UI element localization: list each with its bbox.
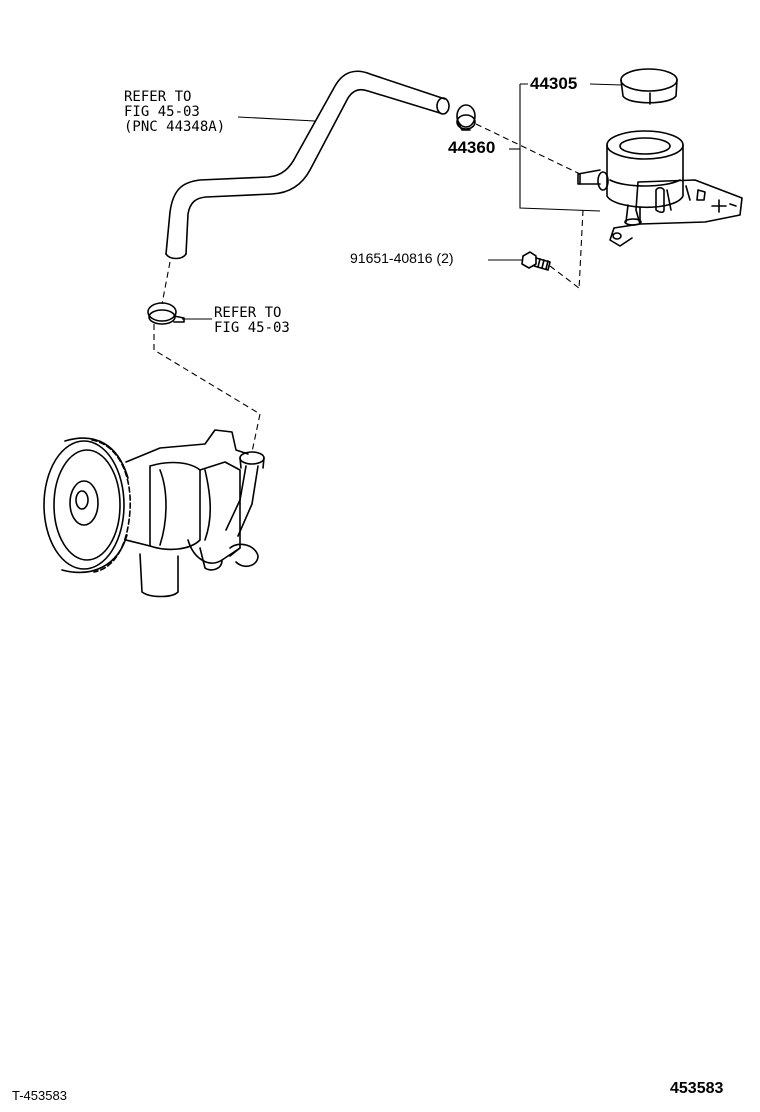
hose-refer-line1: REFER TO [124,89,192,105]
illustration-id: T-453583 [12,1088,67,1103]
return-hose [165,70,450,260]
figure-number: 453583 [670,1080,724,1097]
clamp-refer-line2: FIG 45-03 [214,320,290,336]
dashed-assembly-lines [153,123,584,453]
leader-lines [182,83,623,320]
part-number-reservoir[interactable]: 44360 [448,138,496,157]
bolt [521,251,551,271]
reservoir-cap [620,68,678,105]
part-number-cap[interactable]: 44305 [530,74,578,93]
upper-hose-clamp [456,104,476,131]
part-number-bolt[interactable]: 91651-40816 (2) [350,250,454,266]
hose-refer-line2: FIG 45-03 [124,104,200,120]
lower-hose-clamp [147,302,185,325]
clamp-refer-line1: REFER TO [214,305,282,321]
power-steering-pump [43,429,265,598]
hose-refer-pnc: (PNC 44348A) [124,119,226,135]
reservoir-tank [577,130,743,247]
